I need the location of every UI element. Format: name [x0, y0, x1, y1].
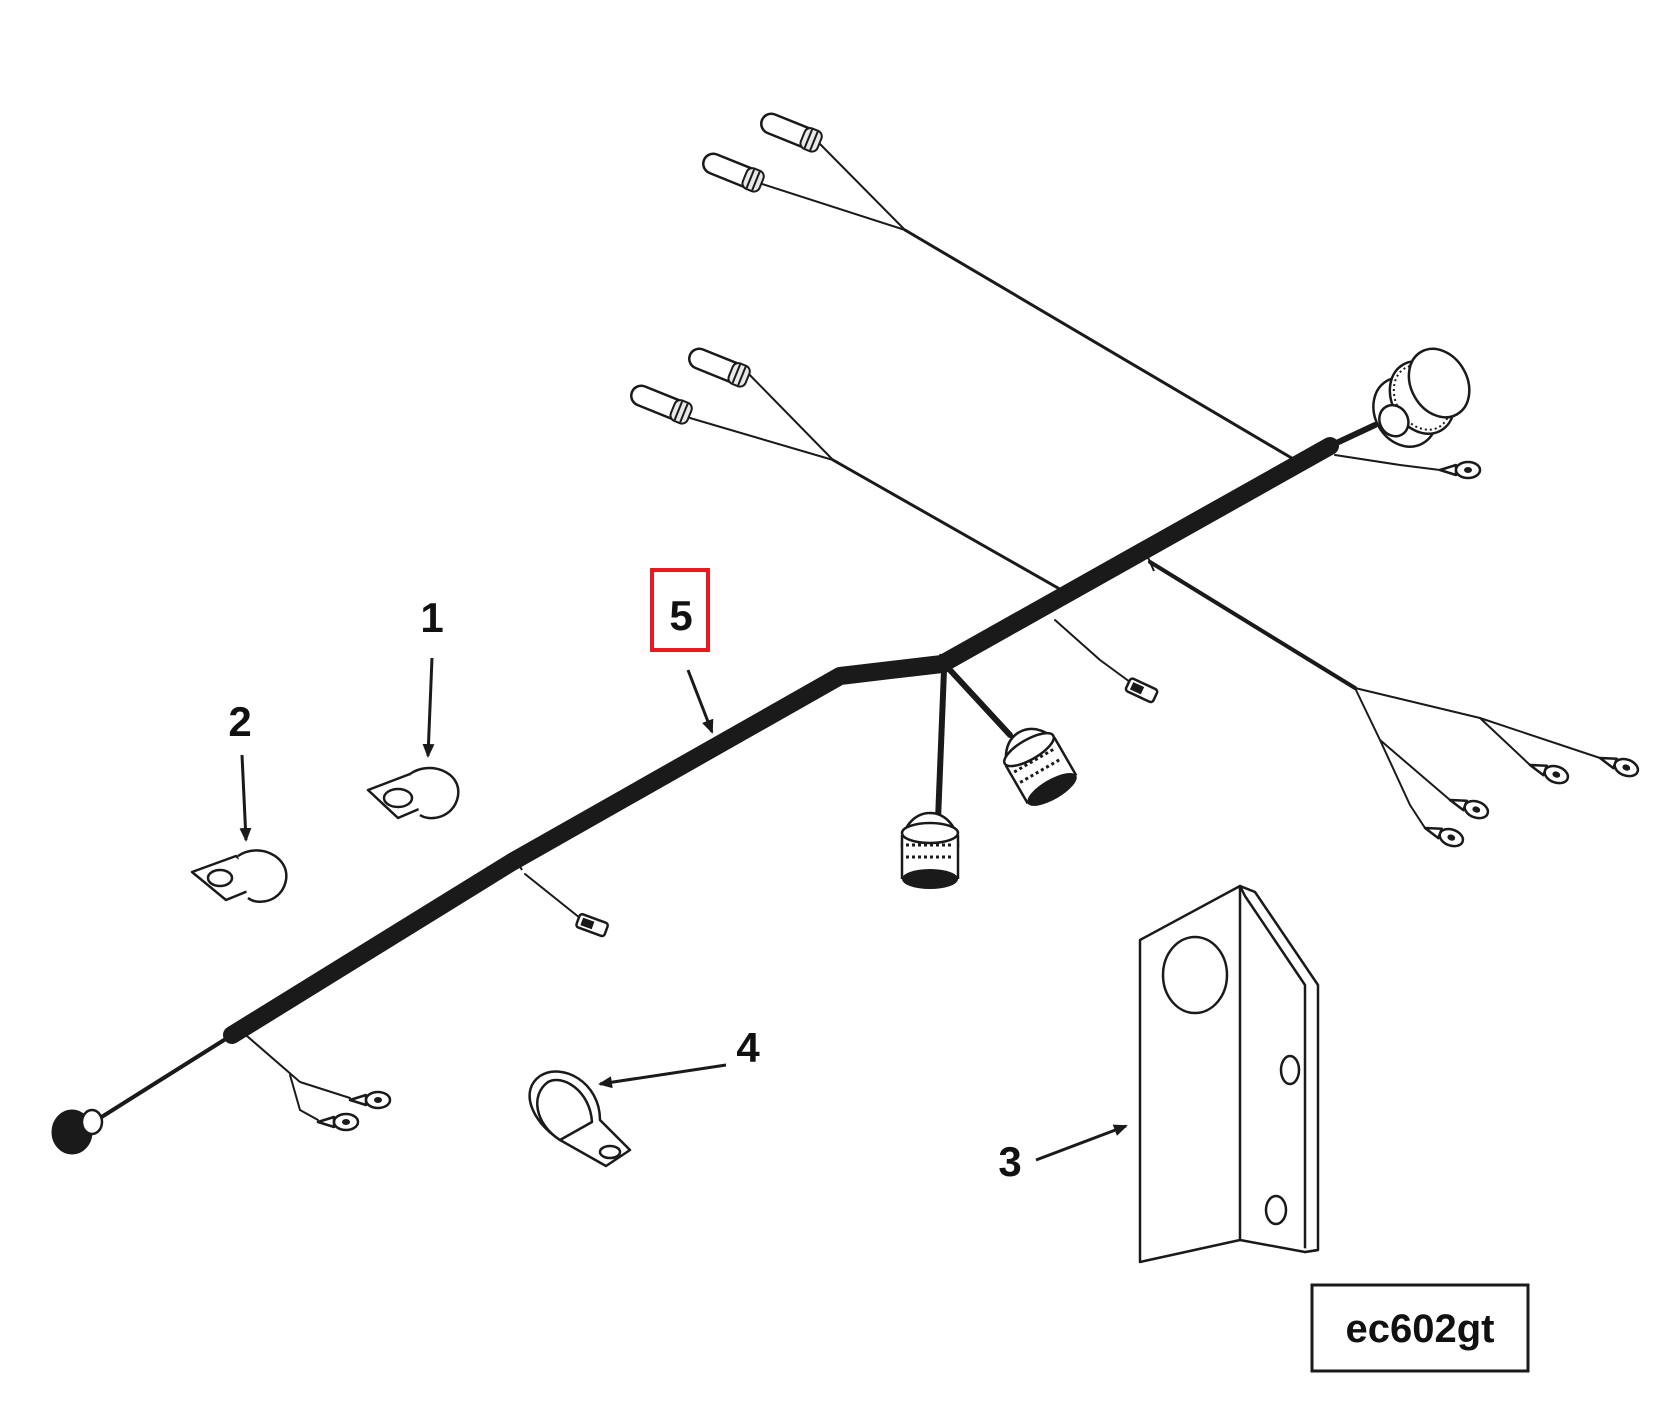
round-connector-lower [900, 811, 960, 891]
clamp-item-4 [528, 1070, 632, 1168]
callout-arrow-5 [686, 669, 714, 734]
ring-terminal [316, 1112, 360, 1132]
callout-3: 3 [998, 1138, 1021, 1185]
pin-connector [698, 148, 767, 195]
callout-2: 2 [228, 698, 251, 745]
callout-arrow-2 [239, 754, 252, 842]
wiring-harness [51, 108, 1642, 1155]
pin-connector [756, 108, 825, 155]
reference-code-box [1310, 1283, 1530, 1373]
ring-terminal [1438, 460, 1482, 480]
callout-arrow-4 [598, 1063, 727, 1089]
ring-terminal [1421, 819, 1467, 851]
callout-5-highlight [650, 568, 710, 652]
callout-arrow-1 [422, 657, 435, 758]
cap-connector-left [51, 1108, 104, 1155]
ring-terminal [1446, 791, 1492, 823]
large-round-connector [1372, 347, 1471, 448]
clamp-item-2 [190, 849, 288, 903]
ring-terminal [348, 1090, 392, 1110]
ring-terminal [1596, 749, 1642, 781]
callout-5: 5 [669, 592, 692, 639]
flat-terminal [574, 912, 610, 939]
reference-code: ec602gt [1346, 1307, 1495, 1351]
flat-terminal [1123, 676, 1160, 705]
pin-connector [684, 343, 753, 390]
clamp-item-1 [366, 766, 460, 820]
bracket-item-3 [1138, 884, 1320, 1264]
pin-connector [626, 380, 695, 427]
callout-arrow-3 [1035, 1124, 1128, 1162]
callout-4: 4 [736, 1024, 760, 1071]
callout-1: 1 [420, 594, 443, 641]
ring-terminal [1526, 756, 1572, 788]
